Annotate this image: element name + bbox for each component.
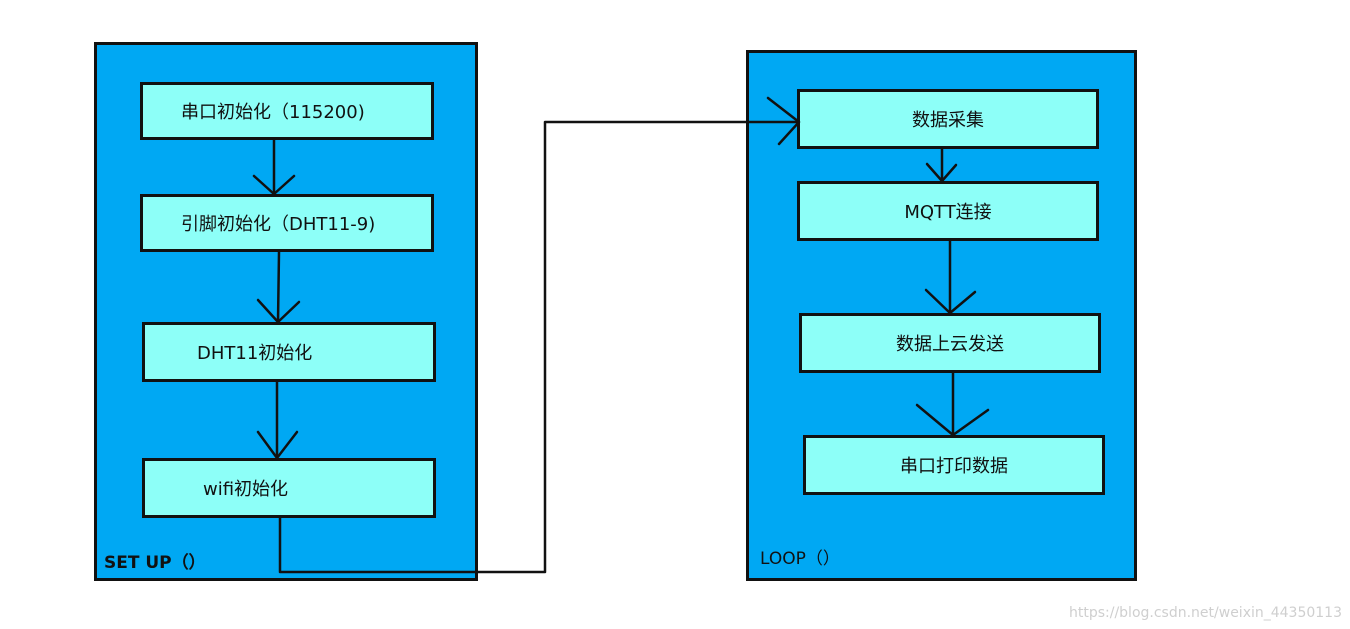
- arrow-setup-3-4: [256, 380, 299, 460]
- arrow-loop-1-2: [925, 147, 958, 183]
- loop-step-label: 数据上云发送: [896, 334, 1004, 355]
- setup-step-label: 引脚初始化（DHT11-9): [181, 214, 376, 235]
- arrow-loop-3-4: [915, 371, 990, 437]
- loop-panel-label: LOOP（）: [760, 549, 840, 569]
- arrow-loop-2-3: [924, 239, 977, 315]
- loop-step-label: 数据采集: [912, 110, 984, 131]
- watermark: https://blog.csdn.net/weixin_44350113: [1068, 605, 1342, 621]
- arrow-setup-1-2: [252, 138, 296, 196]
- arrow-setup-2-3: [256, 250, 301, 324]
- setup-step-dht11-init: DHT11初始化: [142, 322, 436, 382]
- loop-step-label: 串口打印数据: [900, 456, 1008, 477]
- setup-step-label: DHT11初始化: [197, 343, 313, 364]
- loop-step-data-collect: 数据采集: [797, 89, 1099, 149]
- arrow-setup-to-loop: [278, 96, 801, 574]
- loop-step-label: MQTT连接: [904, 202, 992, 223]
- setup-step-pin-init: 引脚初始化（DHT11-9): [140, 194, 434, 252]
- setup-step-label: wifi初始化: [203, 479, 289, 500]
- loop-step-cloud-send: 数据上云发送: [799, 313, 1101, 373]
- loop-step-mqtt-connect: MQTT连接: [797, 181, 1099, 241]
- loop-step-serial-print: 串口打印数据: [803, 435, 1105, 495]
- setup-step-label: 串口初始化（115200): [181, 102, 365, 123]
- setup-panel-label: SET UP（）: [104, 553, 206, 573]
- setup-step-wifi-init: wifi初始化: [142, 458, 436, 518]
- setup-step-serial-init: 串口初始化（115200): [140, 82, 434, 140]
